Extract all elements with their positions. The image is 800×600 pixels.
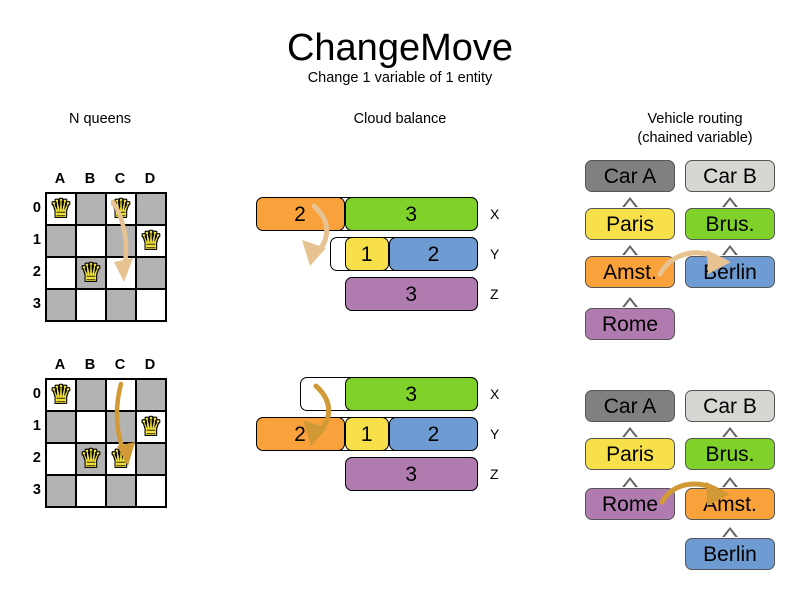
- customer-node[interactable]: Berlin: [685, 538, 775, 570]
- customer-node[interactable]: Paris: [585, 208, 675, 240]
- vehicle-node[interactable]: Car A: [585, 160, 675, 192]
- board-cell[interactable]: [46, 475, 76, 507]
- process-block[interactable]: 1: [344, 417, 389, 451]
- process-block[interactable]: 2: [255, 197, 345, 231]
- board-file-label: D: [144, 171, 156, 187]
- board-cell[interactable]: [136, 379, 166, 411]
- vehicle-node[interactable]: Car A: [585, 390, 675, 422]
- move-arrow-vrp-before: [657, 250, 731, 277]
- move-arrow-cloud-before: [302, 203, 330, 266]
- chain-arrow-head-icon: [622, 297, 638, 308]
- board-file-label: C: [114, 171, 126, 187]
- board-cell[interactable]: [136, 289, 166, 321]
- computer-label: Y: [490, 426, 500, 442]
- chain-arrow-head-icon: [622, 427, 638, 438]
- chain-arrow-head-icon: [722, 245, 738, 256]
- computer-label: Z: [490, 466, 499, 482]
- chain-arrow-head-icon: [622, 245, 638, 256]
- customer-node[interactable]: Brus.: [685, 208, 775, 240]
- board-cell[interactable]: [136, 257, 166, 289]
- board-cell[interactable]: [136, 475, 166, 507]
- board-cell[interactable]: [76, 257, 106, 289]
- board-rank-label: 2: [32, 264, 41, 280]
- chain-arrow-head-icon: [722, 427, 738, 438]
- computer-label: X: [490, 386, 500, 402]
- computer-label: X: [490, 206, 500, 222]
- move-arrow-vrp-after: [659, 481, 730, 506]
- board-rank-label: 0: [32, 386, 41, 402]
- board-rank-label: 1: [32, 418, 41, 434]
- process-block[interactable]: 3: [344, 457, 478, 491]
- vrp-heading-line1: Vehicle routing: [647, 111, 743, 127]
- board-cell[interactable]: [46, 289, 76, 321]
- vehicle-node[interactable]: Car B: [685, 390, 775, 422]
- board-cell[interactable]: [46, 225, 76, 257]
- page-title: ChangeMove: [286, 27, 514, 69]
- process-block[interactable]: 1: [344, 237, 389, 271]
- board-rank-label: 3: [32, 296, 41, 312]
- chain-arrow-head-icon: [722, 197, 738, 208]
- process-block[interactable]: 3: [344, 277, 478, 311]
- customer-node[interactable]: Rome: [585, 488, 675, 520]
- board-cell[interactable]: [76, 411, 106, 443]
- process-block[interactable]: 3: [344, 197, 478, 231]
- customer-node[interactable]: Amst.: [585, 256, 675, 288]
- board-cell[interactable]: [76, 193, 106, 225]
- board-cell[interactable]: [76, 443, 106, 475]
- vehicle-node[interactable]: Car B: [685, 160, 775, 192]
- customer-node[interactable]: Rome: [585, 308, 675, 340]
- board-cell[interactable]: [106, 379, 136, 411]
- board-cell[interactable]: [76, 225, 106, 257]
- computer-label: Z: [490, 286, 499, 302]
- board-rank-label: 0: [32, 200, 41, 216]
- move-arrow-cloud-after: [303, 383, 332, 446]
- board-cell[interactable]: [46, 193, 76, 225]
- board-cell[interactable]: [76, 379, 106, 411]
- process-block[interactable]: 2: [389, 237, 478, 271]
- vrp-heading-line2: (chained variable): [637, 130, 753, 146]
- board-rank-label: 3: [32, 482, 41, 498]
- board-file-label: B: [84, 171, 96, 187]
- board-cell[interactable]: [136, 443, 166, 475]
- board-file-label: C: [114, 357, 126, 373]
- board-cell[interactable]: [76, 475, 106, 507]
- board-file-label: D: [144, 357, 156, 373]
- board-grid: ♛♛♛♛: [45, 378, 167, 508]
- chain-arrow-head-icon: [622, 477, 638, 488]
- section-heading-vehicle-routing: Vehicle routing (chained variable): [600, 110, 790, 148]
- customer-node[interactable]: Paris: [585, 438, 675, 470]
- board-cell[interactable]: [136, 225, 166, 257]
- customer-node[interactable]: Berlin: [685, 256, 775, 288]
- board-file-label: B: [84, 357, 96, 373]
- board-cell[interactable]: [46, 443, 76, 475]
- chain-arrow-head-icon: [622, 197, 638, 208]
- board-cell[interactable]: [46, 379, 76, 411]
- customer-node[interactable]: Brus.: [685, 438, 775, 470]
- board-cell[interactable]: [106, 289, 136, 321]
- section-heading-cloud-balance: Cloud balance: [353, 111, 447, 127]
- board-cell[interactable]: [136, 411, 166, 443]
- process-block[interactable]: 2: [389, 417, 478, 451]
- board-cell[interactable]: [106, 225, 136, 257]
- board-rank-label: 2: [32, 450, 41, 466]
- process-block[interactable]: 2: [255, 417, 345, 451]
- board-cell[interactable]: [106, 475, 136, 507]
- board-file-label: A: [54, 171, 66, 187]
- board-file-label: A: [54, 357, 66, 373]
- board-cell[interactable]: [136, 193, 166, 225]
- board-rank-label: 1: [32, 232, 41, 248]
- move-arrow-nqueens-after: [114, 381, 135, 466]
- page-subtitle: Change 1 variable of 1 entity: [307, 70, 493, 86]
- process-block[interactable]: 3: [344, 377, 478, 411]
- board-cell[interactable]: [46, 257, 76, 289]
- move-arrow-nqueens-before: [110, 199, 133, 282]
- computer-label: Y: [490, 246, 500, 262]
- board-cell[interactable]: [46, 411, 76, 443]
- board-cell[interactable]: [76, 289, 106, 321]
- section-heading-nqueens: N queens: [68, 111, 132, 127]
- chain-arrow-head-icon: [722, 477, 738, 488]
- chain-arrow-head-icon: [722, 527, 738, 538]
